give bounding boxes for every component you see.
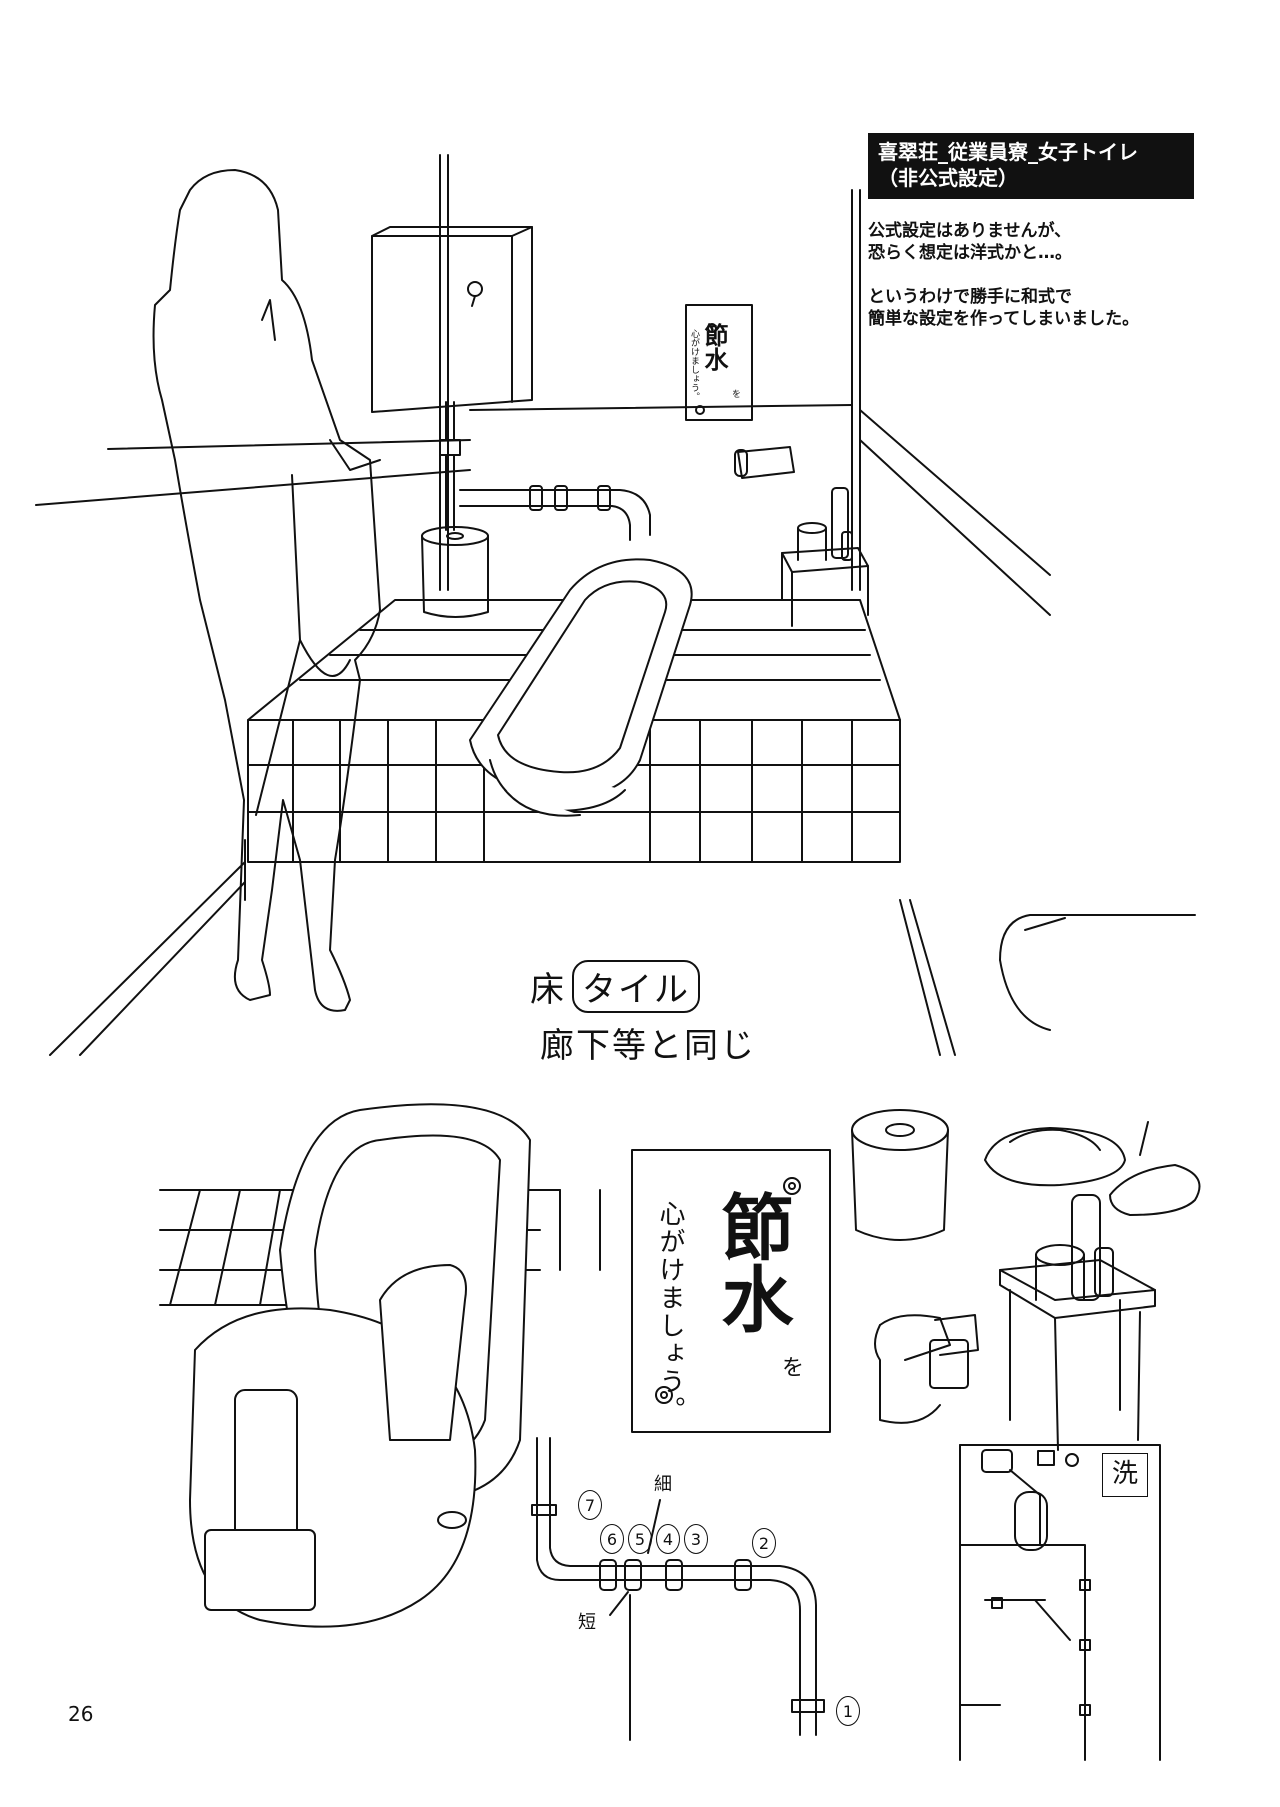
small-sign-frame <box>685 304 753 421</box>
description-line-2: 恐らく想定は洋式かと…。 <box>868 243 1072 263</box>
pipe-number-3: 3 <box>684 1524 708 1554</box>
pipe-diagram <box>531 1437 825 1741</box>
paper-holder-detail <box>874 1314 979 1424</box>
floorplan <box>959 1444 1161 1761</box>
title-box: 喜翠荘_従業員寮_女子トイレ （非公式設定） <box>868 133 1194 199</box>
pipe-number-1: 1 <box>836 1696 860 1726</box>
pipe-number-5: 5 <box>628 1524 652 1554</box>
pipe-number-7: 7 <box>578 1490 602 1520</box>
water-tank <box>371 226 651 541</box>
small-sign: 節水 心がけましょう。 を <box>686 305 752 420</box>
small-sign-sub: 心がけましょう。 <box>689 329 699 401</box>
big-sign-sub: 心がけましょう。 <box>655 1200 685 1424</box>
pipe-label-short: 短 <box>578 1612 596 1633</box>
handwritten-floor-note: 床タイル <box>530 960 700 1013</box>
pipe-number-6: 6 <box>600 1524 624 1554</box>
big-sign-frame <box>631 1149 831 1433</box>
description-gap <box>868 264 1248 286</box>
handwritten-same-note: 廊下等と同じ <box>540 1026 756 1066</box>
big-sign-main: 節水 <box>709 1190 793 1334</box>
floor-label: 床 <box>530 970 566 1010</box>
slippers <box>984 1121 1201 1216</box>
description-line-3: というわけで勝手に和式で <box>868 287 1072 307</box>
room-walls <box>35 154 1051 1056</box>
big-sign-particle: を <box>782 1356 805 1381</box>
sink-edge <box>999 914 1196 1031</box>
page-number: 26 <box>68 1702 94 1726</box>
flower-icons <box>655 323 801 1404</box>
paper-holder <box>734 446 795 479</box>
small-shelf <box>781 487 869 627</box>
pipe-label-thin: 細 <box>654 1474 672 1495</box>
title-line-1: 喜翠荘_従業員寮_女子トイレ <box>878 140 1138 164</box>
description-line-4: 簡単な設定を作ってしまいました。 <box>868 309 1140 329</box>
shelf-detail <box>999 1194 1156 1451</box>
pipe-number-4: 4 <box>656 1524 680 1554</box>
pipe-number-2: 2 <box>752 1528 776 1558</box>
big-squat-toilet <box>189 1103 531 1628</box>
floorplan-wash-label: 洗 <box>1102 1453 1148 1497</box>
title-line-2: （非公式設定） <box>878 166 1018 190</box>
small-sign-main: 節水 <box>700 323 728 371</box>
description: 公式設定はありませんが、 恐らく想定は洋式かと…。 というわけで勝手に和式で 簡… <box>868 220 1248 330</box>
girl-silhouette <box>152 169 381 1012</box>
squat-toilet <box>469 558 693 817</box>
description-line-1: 公式設定はありませんが、 <box>868 221 1072 241</box>
big-sign: 心がけましょう。 節水 を <box>632 1150 830 1432</box>
tile-label: タイル <box>572 960 700 1013</box>
trash-can-detail <box>851 1109 949 1241</box>
small-sign-particle: を <box>732 390 742 400</box>
trash-can <box>421 526 489 618</box>
